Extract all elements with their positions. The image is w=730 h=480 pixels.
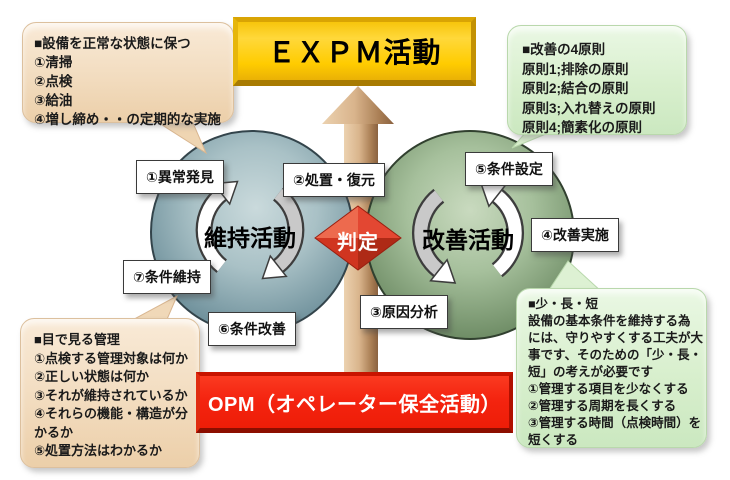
callout-line: ⑤処置方法はわかるか bbox=[34, 443, 163, 458]
opm-footer-box: OPM（オペレーター保全活動） bbox=[196, 372, 513, 433]
callout-line: ①清掃 bbox=[34, 55, 73, 70]
callout-line: ③それが維持されているか bbox=[34, 387, 188, 403]
callout-equipment-maintenance: ■設備を正常な状態に保つ ①清掃 ②点検 ③給油 ④増し締め・・の定期的な実施 bbox=[22, 22, 234, 127]
callout-line: ■設備を正常な状態に保つ bbox=[34, 36, 191, 51]
step-label-7: ⑦条件維持 bbox=[123, 260, 211, 294]
expm-title-box: ＥＸＰＭ活動 bbox=[233, 17, 476, 86]
callout-line: には、守りやすくする工夫が大 bbox=[528, 331, 704, 345]
judgment-diamond-icon bbox=[314, 205, 402, 271]
callout-line: ②管理する周期を長くする bbox=[528, 399, 677, 413]
callout-improvement-principles: ■改善の4原則 原則1;排除の原則 原則2;結合の原則 原則3;入れ替えの原則 … bbox=[507, 25, 687, 135]
judgment-label: 判定 bbox=[337, 232, 379, 254]
callout-line: ③給油 bbox=[34, 93, 73, 108]
step-label-2: ②処置・復元 bbox=[283, 163, 385, 197]
cycle-arrows-left-icon bbox=[195, 180, 305, 280]
maintenance-circle-label: 維持活動 bbox=[204, 225, 296, 251]
step-label-5: ⑤条件設定 bbox=[465, 152, 553, 186]
improvement-circle-label: 改善活動 bbox=[422, 227, 514, 253]
step-label-4: ④改善実施 bbox=[531, 218, 619, 252]
callout-line: ②点検 bbox=[34, 74, 73, 89]
callout-few-long-short: ■少・長・短 設備の基本条件を維持する為 には、守りやすくする工夫が大 事です、… bbox=[516, 288, 707, 448]
callout-visual-management: ■目で見る管理 ①点検する管理対象は何か ②正しい状態は何か ③それが維持されて… bbox=[20, 318, 200, 468]
step-label-3: ③原因分析 bbox=[360, 295, 448, 329]
callout-line: ■少・長・短 bbox=[528, 297, 599, 311]
callout-line: ②正しい状態は何か bbox=[34, 369, 150, 384]
callout-line: ③管理する時間（点検時間）を bbox=[528, 416, 702, 430]
callout-line: ④それらの機能・構造が分 bbox=[34, 406, 189, 421]
callout-line: 短くする bbox=[528, 433, 579, 447]
step-label-6: ⑥条件改善 bbox=[208, 312, 296, 346]
callout-line: ①点検する管理対象は何か bbox=[34, 350, 189, 366]
callout-line: かるか bbox=[34, 424, 74, 440]
callout-line: 原則4;簡素化の原則 bbox=[522, 120, 643, 135]
callout-line: 事です、そのための「少・長・ bbox=[528, 348, 703, 362]
callout-line: ■目で見る管理 bbox=[34, 332, 120, 347]
callout-line: 設備の基本条件を維持する為 bbox=[528, 314, 691, 328]
callout-line: 原則2;結合の原則 bbox=[522, 81, 629, 96]
step-label-1: ①異常発見 bbox=[136, 160, 224, 194]
cycle-arrows-right-icon bbox=[412, 182, 524, 284]
callout-line: ①管理する項目を少なくする bbox=[528, 382, 689, 396]
callout-line: ■改善の4原則 bbox=[522, 42, 606, 57]
callout-line: ④増し締め・・の定期的な実施 bbox=[34, 112, 221, 127]
callout-line: 原則3;入れ替えの原則 bbox=[522, 100, 656, 116]
callout-line: 原則1;排除の原則 bbox=[522, 61, 629, 77]
callout-line: 短」の考えが必要です bbox=[528, 365, 654, 379]
